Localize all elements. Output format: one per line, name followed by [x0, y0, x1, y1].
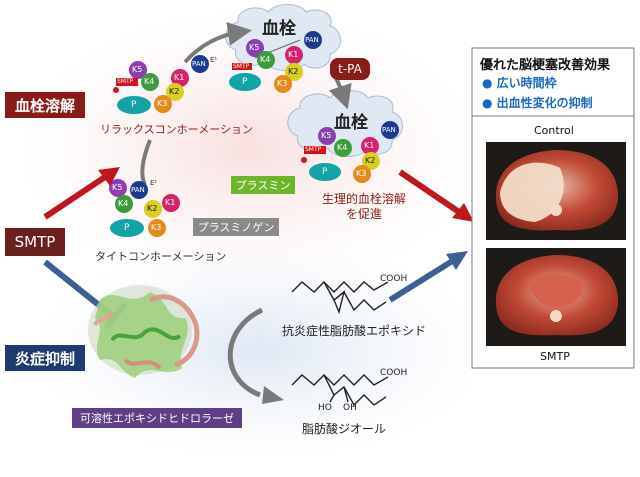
relaxed-conformation-label: リラックスコンホーメーション [100, 123, 254, 136]
smtp-text: SMTP [14, 233, 56, 251]
domain-smtp-tag-relaxed: SMTP [117, 78, 134, 85]
domain-k2-mid: K2 [365, 156, 376, 165]
diol-molecule [291, 374, 389, 407]
promote-label: 生理的血栓溶解 を促進 [322, 192, 406, 222]
smtp-compound-box: SMTP [5, 228, 65, 256]
promote-to-result-arrow [398, 169, 474, 222]
bullet-dot-icon: ● [482, 96, 497, 110]
result-bullet-2: ● 出血性変化の抑制 [482, 94, 593, 111]
tpa-text: t-PA [338, 62, 362, 76]
tpa-badge: t-PA [330, 58, 370, 80]
domain-k3-relaxed: K3 [157, 99, 168, 108]
bullet-dot-icon: ● [482, 76, 497, 90]
plasmin-text: プラスミン [235, 179, 291, 192]
tight-conformation-label: タイトコンホーメーション [95, 250, 227, 263]
cooh-label-epoxide: COOH [380, 274, 408, 284]
domain-k4-top: K4 [260, 55, 271, 64]
epoxide-label: 抗炎症性脂肪酸エポキシド [282, 324, 427, 338]
anti-inflammation-text: 炎症抑制 [14, 349, 75, 368]
domain-e1-relaxed: E¹ [210, 56, 218, 64]
epoxide-molecule [291, 281, 389, 315]
smtp-to-thrombolysis-arrow [43, 167, 120, 220]
domain-pan-mid: PAN [382, 126, 396, 134]
domain-k5-top: K5 [249, 43, 260, 52]
domain-k4-mid: K4 [337, 143, 348, 152]
plasmin-bound-mid [301, 121, 399, 183]
promote-line2: を促進 [346, 207, 383, 221]
plasmin-box: プラスミン [231, 176, 295, 194]
bullet1-text: 広い時間枠 [496, 76, 557, 90]
bullet2-text: 出血性変化の抑制 [496, 96, 593, 110]
domain-k1-top: K1 [288, 50, 299, 59]
oh-label: OH [343, 403, 357, 413]
domain-k1-tight: K1 [165, 198, 176, 207]
domain-k4-tight: K4 [118, 199, 129, 208]
plasminogen-tight [109, 179, 180, 237]
domain-pan-relaxed: PAN [192, 60, 206, 68]
domain-p-top: P [242, 77, 248, 87]
thrombus-mid-label: 血栓 [334, 113, 368, 133]
domain-k2-top: K2 [288, 67, 299, 76]
domain-pan-tight: PAN [131, 186, 145, 194]
result-title: 優れた脳梗塞改善効果 [480, 58, 611, 73]
domain-pan-top: PAN [305, 36, 319, 44]
hydrolysis-arrow [227, 307, 284, 404]
promote-line1: 生理的血栓溶解 [322, 192, 407, 206]
plasminogen-text: プラスミノゲン [197, 221, 275, 234]
domain-k2-relaxed: K2 [169, 87, 180, 96]
domain-k3-tight: K3 [151, 223, 162, 232]
ho-label: HO [318, 403, 332, 413]
thrombus-top-label: 血栓 [262, 19, 296, 39]
smtp-brain-label: SMTP [540, 350, 570, 363]
domain-k3-top: K3 [277, 79, 288, 88]
domain-k2-tight: K2 [147, 204, 158, 213]
diol-label: 脂肪酸ジオール [302, 422, 387, 436]
domain-k5-relaxed: K5 [132, 65, 143, 74]
domain-smtp-tag-top: SMTP [233, 63, 250, 70]
domain-k5-mid: K5 [321, 131, 332, 140]
domain-smtp-tag-mid: SMTP [305, 146, 322, 153]
plasminogen-relaxed [113, 55, 209, 114]
domain-p-relaxed: P [131, 100, 137, 110]
anti-inflammation-label: 炎症抑制 [5, 345, 85, 371]
seh-protein-structure [88, 285, 200, 378]
domain-k5-tight: K5 [112, 183, 123, 192]
domain-k4-relaxed: K4 [144, 77, 155, 86]
thrombolysis-text: 血栓溶解 [14, 96, 75, 115]
seh-text: 可溶性エポキシドヒドロラーゼ [80, 412, 234, 425]
plasminogen-bound-top [229, 31, 322, 93]
domain-k3-mid: K3 [356, 169, 367, 178]
brain-control-image [486, 142, 626, 240]
brain-smtp-image [486, 248, 626, 346]
domain-e1-tight: E¹ [150, 179, 158, 187]
domain-k1-relaxed: K1 [174, 73, 185, 82]
thrombolysis-label: 血栓溶解 [5, 92, 85, 118]
epoxide-to-result-arrow [388, 251, 468, 303]
domain-p-mid: P [322, 167, 328, 177]
result-bullet-1: ● 広い時間枠 [482, 74, 557, 91]
domain-p-tight: P [124, 223, 130, 233]
plasminogen-box: プラスミノゲン [193, 218, 279, 236]
cooh-label-diol: COOH [380, 368, 408, 378]
control-label: Control [534, 124, 574, 137]
seh-box: 可溶性エポキシドヒドロラーゼ [72, 408, 242, 428]
domain-k1-mid: K1 [364, 141, 375, 150]
